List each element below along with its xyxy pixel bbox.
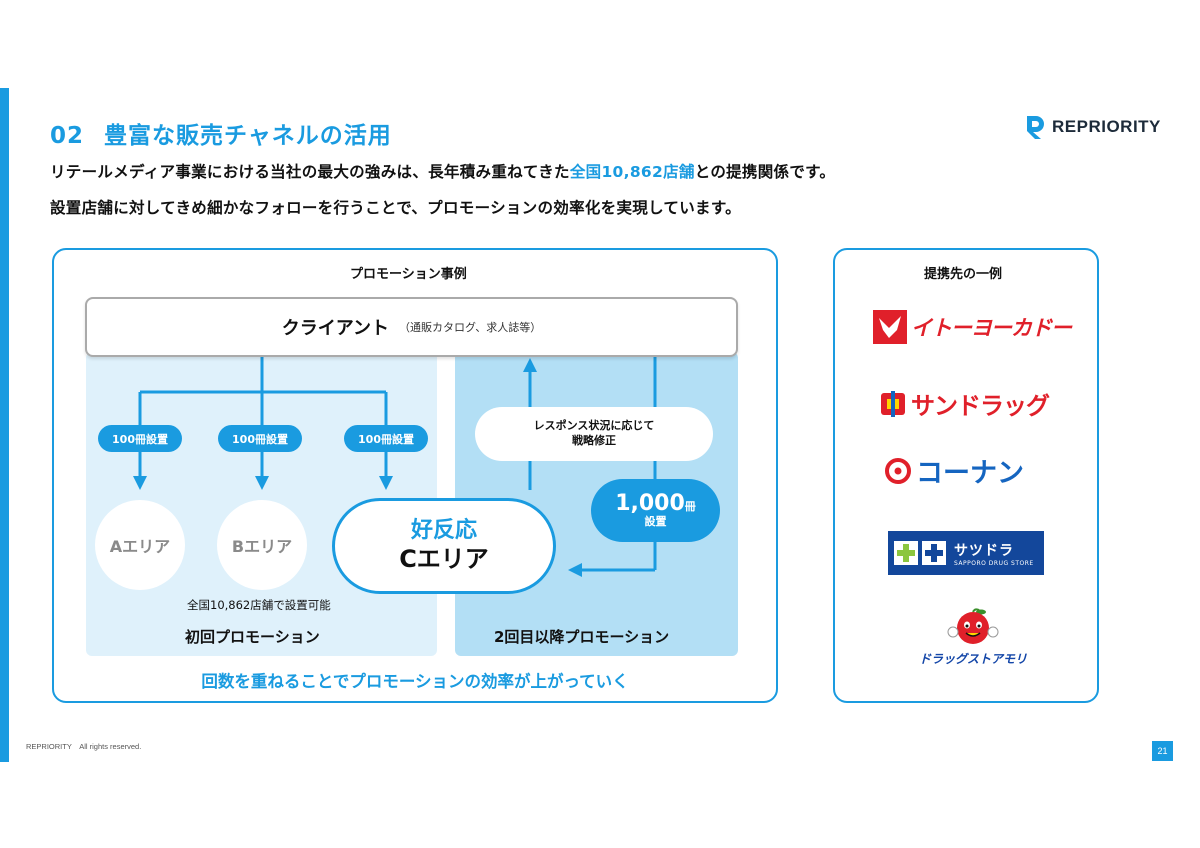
lead-line-2: 設置店舗に対してきめ細かなフォローを行うことで、プロモーションの効率化を実現して… [50,199,741,217]
page-number: 21 [1152,741,1173,761]
client-sub-label: （通販カタログ、求人誌等） [399,321,542,334]
sapporo-drug-sub: SAPPORO DRUG STORE [954,559,1034,567]
lead-text: との提携関係です。 [694,163,836,181]
company-logo: REPRIORITY [1024,114,1161,140]
sapporo-drug-logo: サツドラ SAPPORO DRUG STORE [888,531,1044,575]
area-b-circle: Bエリア [217,500,307,590]
placement-pill-b: 100冊設置 [218,425,302,452]
first-promotion-label: 初回プロモーション [185,628,320,646]
konan-circle-icon [885,457,911,484]
store-availability-note: 全国10,862店舗で設置可能 [187,598,331,612]
area-c-highlight: 好反応 Cエリア [332,498,556,594]
client-label: クライアント [281,318,390,339]
sundrug-name: サンドラッグ [911,392,1050,420]
store-count-highlight: 全国10,862店舗 [569,163,695,181]
placement-pill-c: 100冊設置 [344,425,428,452]
ito-yokado-bird-icon [873,310,907,344]
ito-yokado-name: イトーヨーカドー [911,316,1072,340]
repriority-logo-icon [1027,116,1044,139]
accent-bar [0,88,9,762]
page-title: 02 豊富な販売チャネルの活用 [50,116,392,150]
section-title: 豊富な販売チャネルの活用 [104,123,392,149]
response-strategy-box: レスポンス状況に応じて 戦略修正 [475,407,713,461]
logo-text: REPRIORITY [1052,117,1161,136]
mori-name: ドラッグストアモリ [918,652,1027,666]
efficiency-message: 回数を重ねることでプロモーションの効率が上がっていく [201,672,629,691]
client-box: クライアント （通販カタログ、求人誌等） [85,297,738,357]
lead-text: リテールメディア事業における当社の最大の強みは、長年積み重ねてきた [50,163,570,181]
konan-logo: コーナン [885,451,1024,490]
area-a-circle: Aエリア [95,500,185,590]
subsequent-promotion-label: 2回目以降プロモーション [494,628,670,646]
footer-copyright: REPRIORITY All rights reserved. [26,742,142,751]
konan-name: コーナン [916,458,1024,489]
thousand-copies-badge: 1,000冊 設置 [591,479,720,542]
section-number: 02 [50,123,85,149]
ito-yokado-logo: イトーヨーカドー [873,310,1072,344]
sundrug-mark-icon [881,390,905,417]
area-c-label: Cエリア [399,544,489,573]
drugstore-mori-logo: ドラッグストアモリ [913,608,1033,672]
thousand-sub-label: 設置 [644,515,667,529]
sapporo-drug-name: サツドラ [954,542,1014,559]
response-line-2: 戦略修正 [572,434,616,447]
response-line-1: レスポンス状況に応じて [533,419,655,433]
sapporo-cross-icon [894,541,946,565]
good-response-label: 好反応 [410,518,477,544]
apple-mascot-icon [947,608,999,644]
sundrug-logo: サンドラッグ [879,386,1050,421]
partners-heading: 提携先の一例 [924,267,1003,282]
lead-line-1: リテールメディア事業における当社の最大の強みは、長年積み重ねてきた全国10,86… [50,160,835,182]
promotion-case-heading: プロモーション事例 [350,267,467,282]
thousand-number: 1,000 [615,491,685,517]
placement-pill-a: 100冊設置 [98,425,182,452]
thousand-unit: 冊 [684,500,696,514]
